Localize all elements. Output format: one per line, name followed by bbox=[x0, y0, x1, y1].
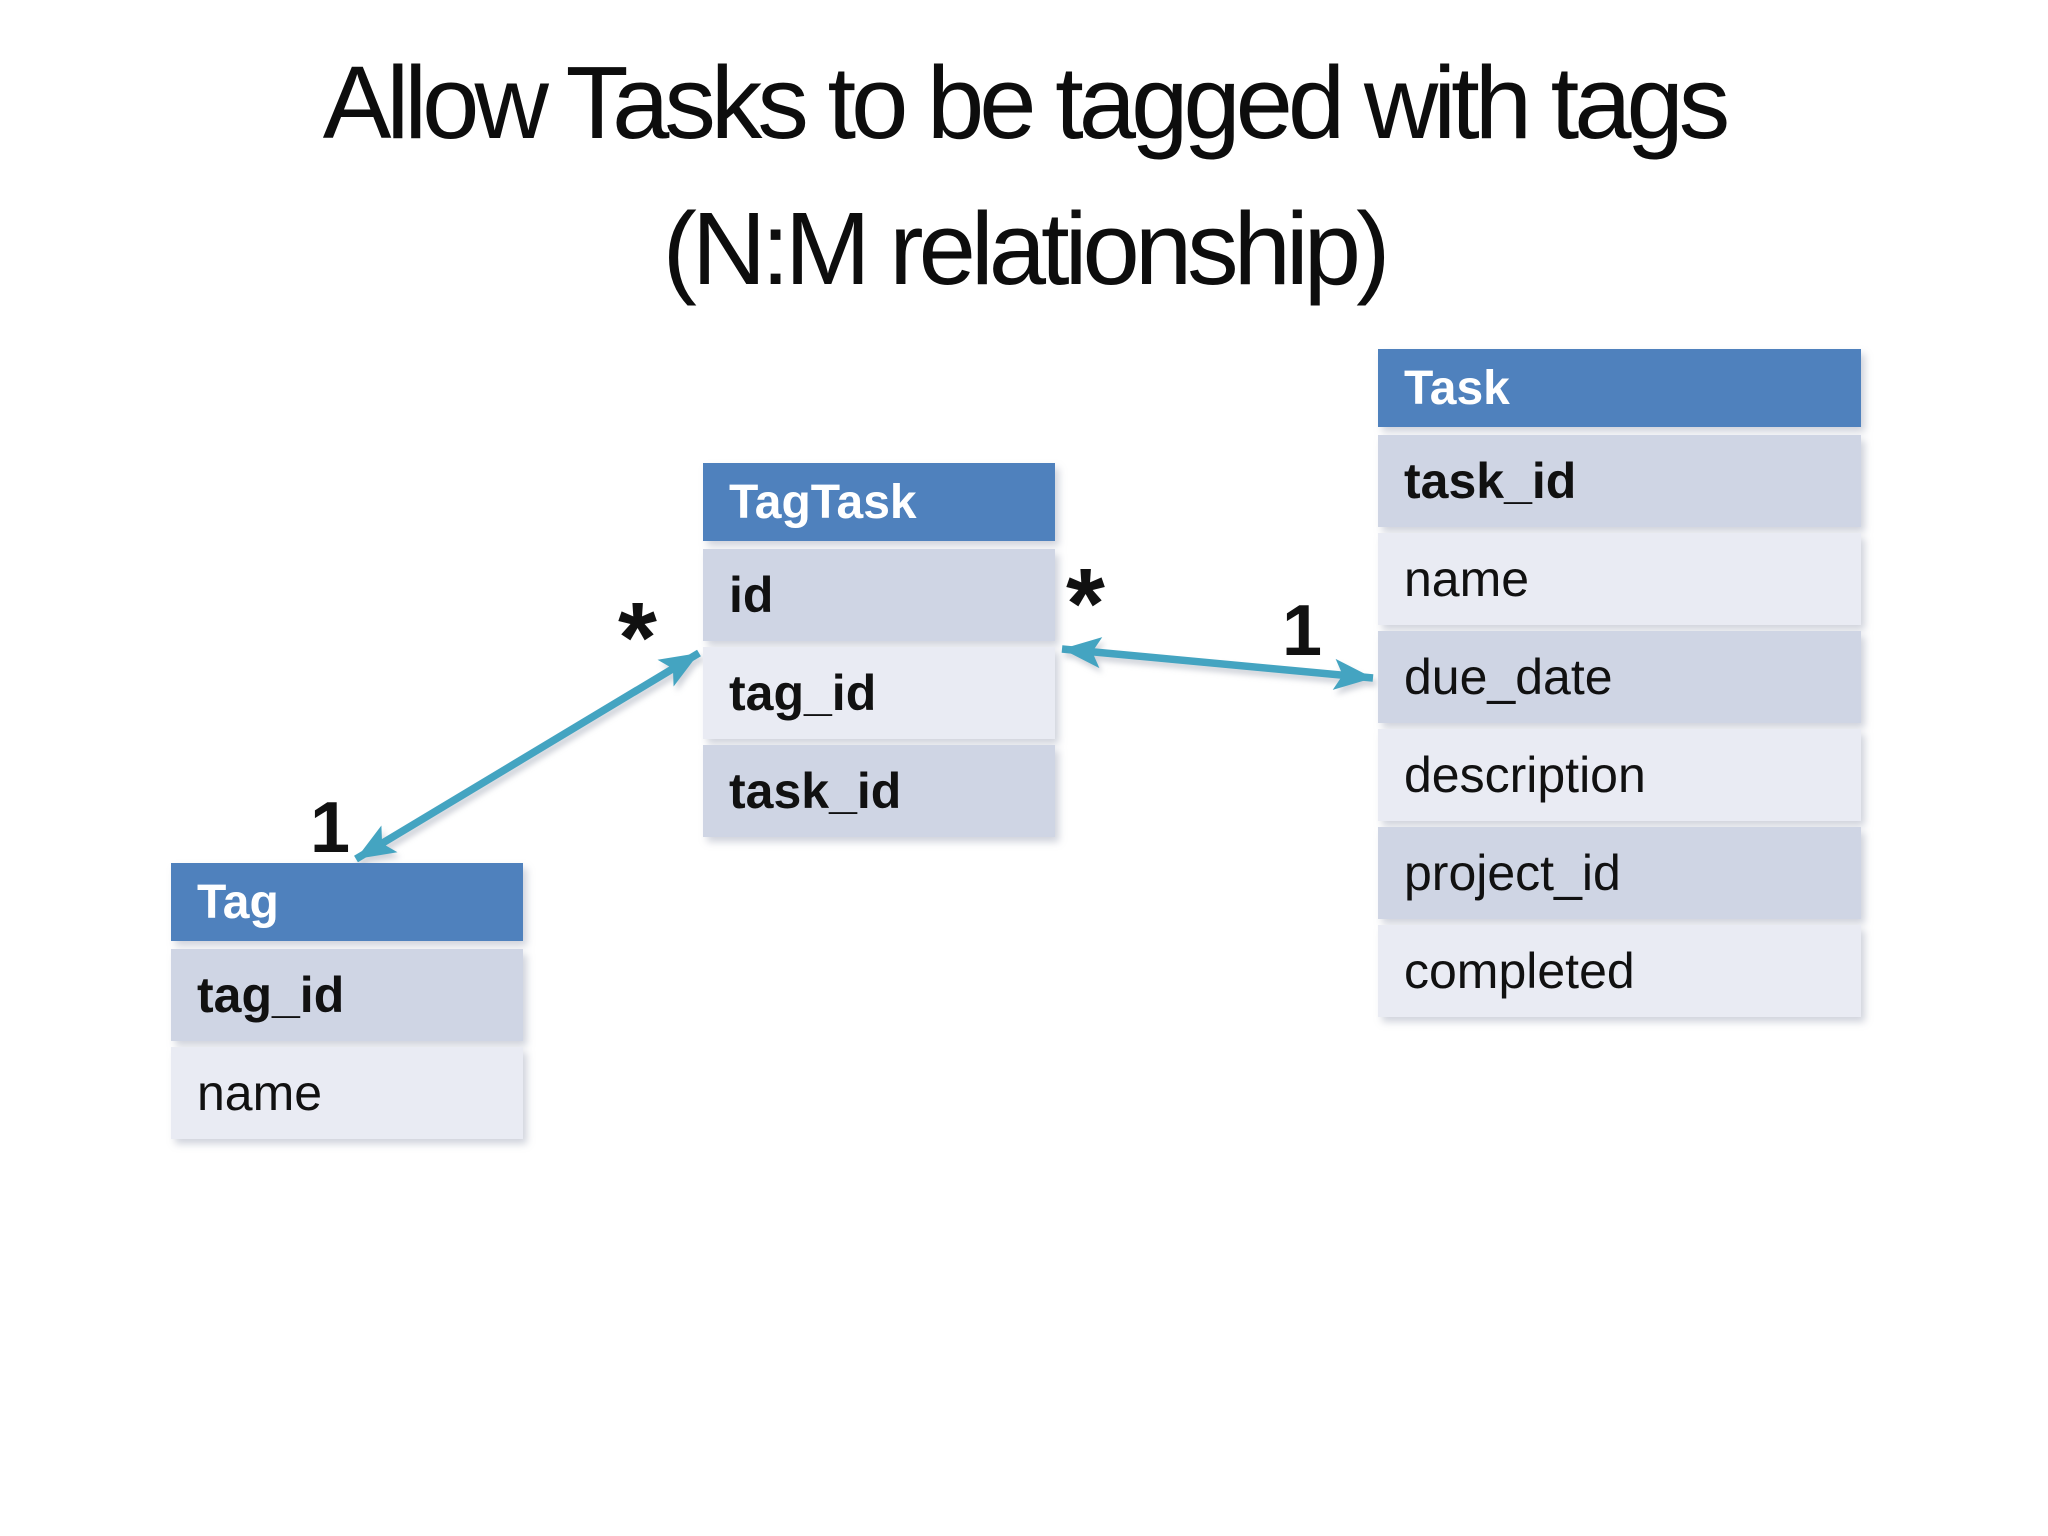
field-row-task-project-id: project_id bbox=[1378, 827, 1861, 919]
field-row-task-name: name bbox=[1378, 533, 1861, 625]
field-row-tag-tag-id: tag_id bbox=[171, 949, 523, 1041]
multiplicity-tagtask-many-left: * bbox=[618, 582, 657, 694]
field-row-tagtask-task-id: task_id bbox=[703, 745, 1055, 837]
field-row-task-description: description bbox=[1378, 729, 1861, 821]
table-tag-header: Tag bbox=[171, 863, 523, 941]
field-row-tag-name: name bbox=[171, 1047, 523, 1139]
slide-title-line1: Allow Tasks to be tagged with tags bbox=[322, 45, 1731, 160]
table-tag: Tag tag_id name bbox=[171, 863, 523, 1139]
table-task-header: Task bbox=[1378, 349, 1861, 427]
table-tagtask: TagTask id tag_id task_id bbox=[703, 463, 1055, 837]
multiplicity-task-one: 1 bbox=[1282, 591, 1323, 671]
field-row-task-due-date: due_date bbox=[1378, 631, 1861, 723]
multiplicity-tagtask-many-right: * bbox=[1066, 548, 1105, 660]
field-row-tagtask-id: id bbox=[703, 549, 1055, 641]
table-task: Task task_id name due_date description p… bbox=[1378, 349, 1861, 1017]
field-row-tagtask-tag-id: tag_id bbox=[703, 647, 1055, 739]
slide-title-line2: (N:M relationship) bbox=[662, 191, 1391, 307]
multiplicity-tag-one: 1 bbox=[310, 788, 351, 868]
field-row-task-task-id: task_id bbox=[1378, 435, 1861, 527]
slide-title: Allow Tasks to be tagged with tags (N:M … bbox=[0, 30, 2048, 323]
table-tagtask-header: TagTask bbox=[703, 463, 1055, 541]
field-row-task-completed: completed bbox=[1378, 925, 1861, 1017]
tagtask-task-connector bbox=[1061, 637, 1374, 690]
